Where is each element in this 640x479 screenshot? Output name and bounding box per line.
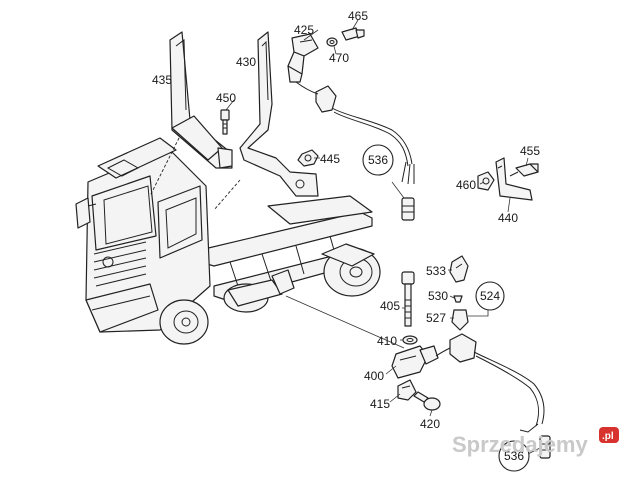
watermark-badge: [599, 427, 619, 443]
label-524: 524: [480, 289, 500, 303]
bolt-465: [341, 27, 365, 41]
watermark-brand: Sprzedajemy: [452, 432, 588, 457]
leader-lines: [225, 19, 529, 417]
label-460: 460: [456, 178, 476, 192]
bracket-435: [169, 31, 233, 169]
label-430: 430: [236, 55, 256, 69]
washer-470: [326, 37, 338, 47]
watermark-tld: .pl: [602, 431, 614, 442]
bracket-430: [239, 31, 319, 197]
bolt-420: [413, 391, 441, 411]
reference-line-bracket-2: [213, 179, 241, 211]
label-465: 465: [348, 9, 368, 23]
label-415: 415: [370, 397, 390, 411]
bracket-440: [495, 157, 533, 201]
label-533: 533: [426, 264, 446, 278]
callout-circle-536-lower: [498, 440, 530, 472]
label-445: 445: [320, 152, 340, 166]
label-435: 435: [152, 73, 172, 87]
label-530: 530: [428, 289, 448, 303]
bolt-450: [220, 109, 230, 135]
label-455: 455: [520, 144, 540, 158]
label-536-upper: 536: [368, 153, 388, 167]
sensor-425: [287, 33, 319, 83]
reference-line-sensor: [285, 295, 405, 349]
sensor-400: [391, 345, 439, 379]
label-527: 527: [426, 311, 446, 325]
label-440: 440: [498, 211, 518, 225]
reference-line-bracket: [149, 119, 189, 197]
connector-536-upper: [391, 181, 415, 221]
washer-530: [453, 295, 463, 303]
truck-illustration: [75, 137, 381, 345]
label-450: 450: [216, 91, 236, 105]
fitting-533: [449, 255, 469, 283]
label-425: 425: [294, 23, 314, 37]
nut-460: [477, 171, 495, 191]
wiring-harness-lower: [473, 351, 545, 427]
label-470: 470: [329, 51, 349, 65]
valve-527: [451, 309, 469, 331]
nut-445: [297, 149, 319, 167]
watermark: Sprzedajemy .pl: [452, 427, 619, 457]
callout-circle-536-upper: [362, 144, 394, 176]
label-405: 405: [380, 299, 400, 313]
bolt-405: [401, 271, 415, 327]
label-410: 410: [377, 334, 397, 348]
wiring-harness-upper: [295, 81, 413, 165]
connector-boot-lower: [449, 333, 477, 363]
connector-536-lower: [527, 435, 551, 459]
label-536-lower: 536: [504, 449, 524, 463]
washer-410: [402, 335, 418, 345]
connector-boot: [315, 85, 337, 113]
label-420: 420: [420, 417, 440, 431]
clip-415: [397, 379, 417, 401]
bolt-455: [509, 163, 539, 177]
label-400: 400: [364, 369, 384, 383]
callout-circle-524: [475, 281, 505, 311]
